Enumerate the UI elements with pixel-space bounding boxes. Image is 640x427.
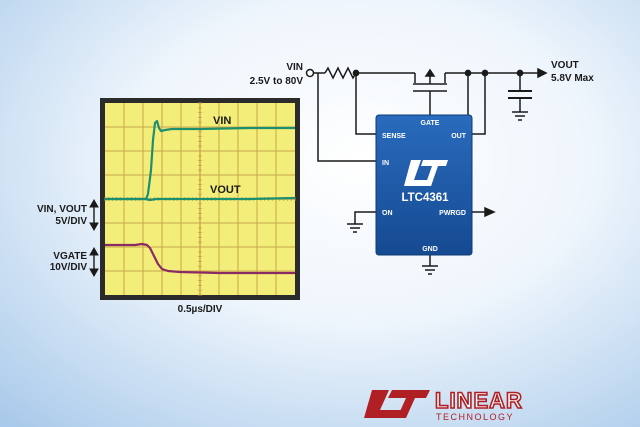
vin-trace — [105, 119, 295, 201]
vin-range-label: 2.5V to 80V — [250, 76, 304, 87]
vout-arrow-icon — [530, 67, 548, 79]
linear-technology-logo: LINEAR TECHNOLOGY — [364, 387, 523, 422]
vin-terminal — [305, 68, 315, 78]
ch1-double-arrow-icon — [89, 198, 99, 232]
mosfet-symbol — [413, 68, 447, 115]
pin-gate-label: GATE — [421, 120, 440, 127]
pin-in-label: IN — [382, 160, 389, 167]
vout-label: VOUT — [551, 60, 579, 71]
time-division-label: 0.5µs/DIV — [178, 304, 223, 315]
pin-out-label: OUT — [451, 133, 467, 140]
ltc4361-chip: GATE SENSE OUT IN ON PWRGD GND LTC4361 — [375, 114, 473, 256]
ch2-scale-value: 10V/DIV — [50, 262, 88, 273]
vout-trace — [105, 196, 296, 202]
chip-part-number: LTC4361 — [401, 192, 449, 204]
ch1-scale-name: VIN, VOUT — [37, 204, 87, 215]
vout-max-label: 5.8V Max — [551, 73, 594, 84]
output-capacitor — [508, 73, 532, 121]
brand-tagline: TECHNOLOGY — [436, 412, 514, 422]
brand-name: LINEAR — [435, 388, 523, 413]
pin-gnd-label: GND — [422, 246, 438, 253]
vin-label: VIN — [286, 62, 303, 73]
ch2-scale-name: VGATE — [53, 251, 87, 262]
lt-logo-icon — [404, 160, 448, 186]
on-ground — [347, 211, 378, 233]
in-wire — [317, 73, 378, 162]
out-wire — [470, 73, 486, 135]
vin-trace-label: VIN — [213, 115, 231, 127]
junction-dot — [516, 69, 524, 77]
scope-scale-labels: VIN, VOUT 5V/DIV VGATE 10V/DIV — [37, 198, 99, 278]
sense-wire — [355, 73, 378, 135]
pin-sense-label: SENSE — [382, 133, 406, 140]
chip-ground — [422, 255, 438, 275]
circuit-schematic — [305, 66, 548, 275]
vout-trace-label: VOUT — [210, 184, 241, 196]
pin-on-label: ON — [382, 210, 393, 217]
gate-trace — [105, 242, 295, 275]
ch1-scale-value: 5V/DIV — [55, 216, 87, 227]
linear-technology-mark-icon — [364, 390, 430, 418]
ch2-double-arrow-icon — [89, 246, 99, 278]
oscilloscope-screenshot: VIN VOUT 0.5µs/DIV — [100, 98, 300, 315]
pin-pwrgd-label: PWRGD — [439, 210, 466, 217]
pwrgd-arrow-icon — [470, 206, 496, 218]
sense-resistor — [324, 66, 357, 80]
